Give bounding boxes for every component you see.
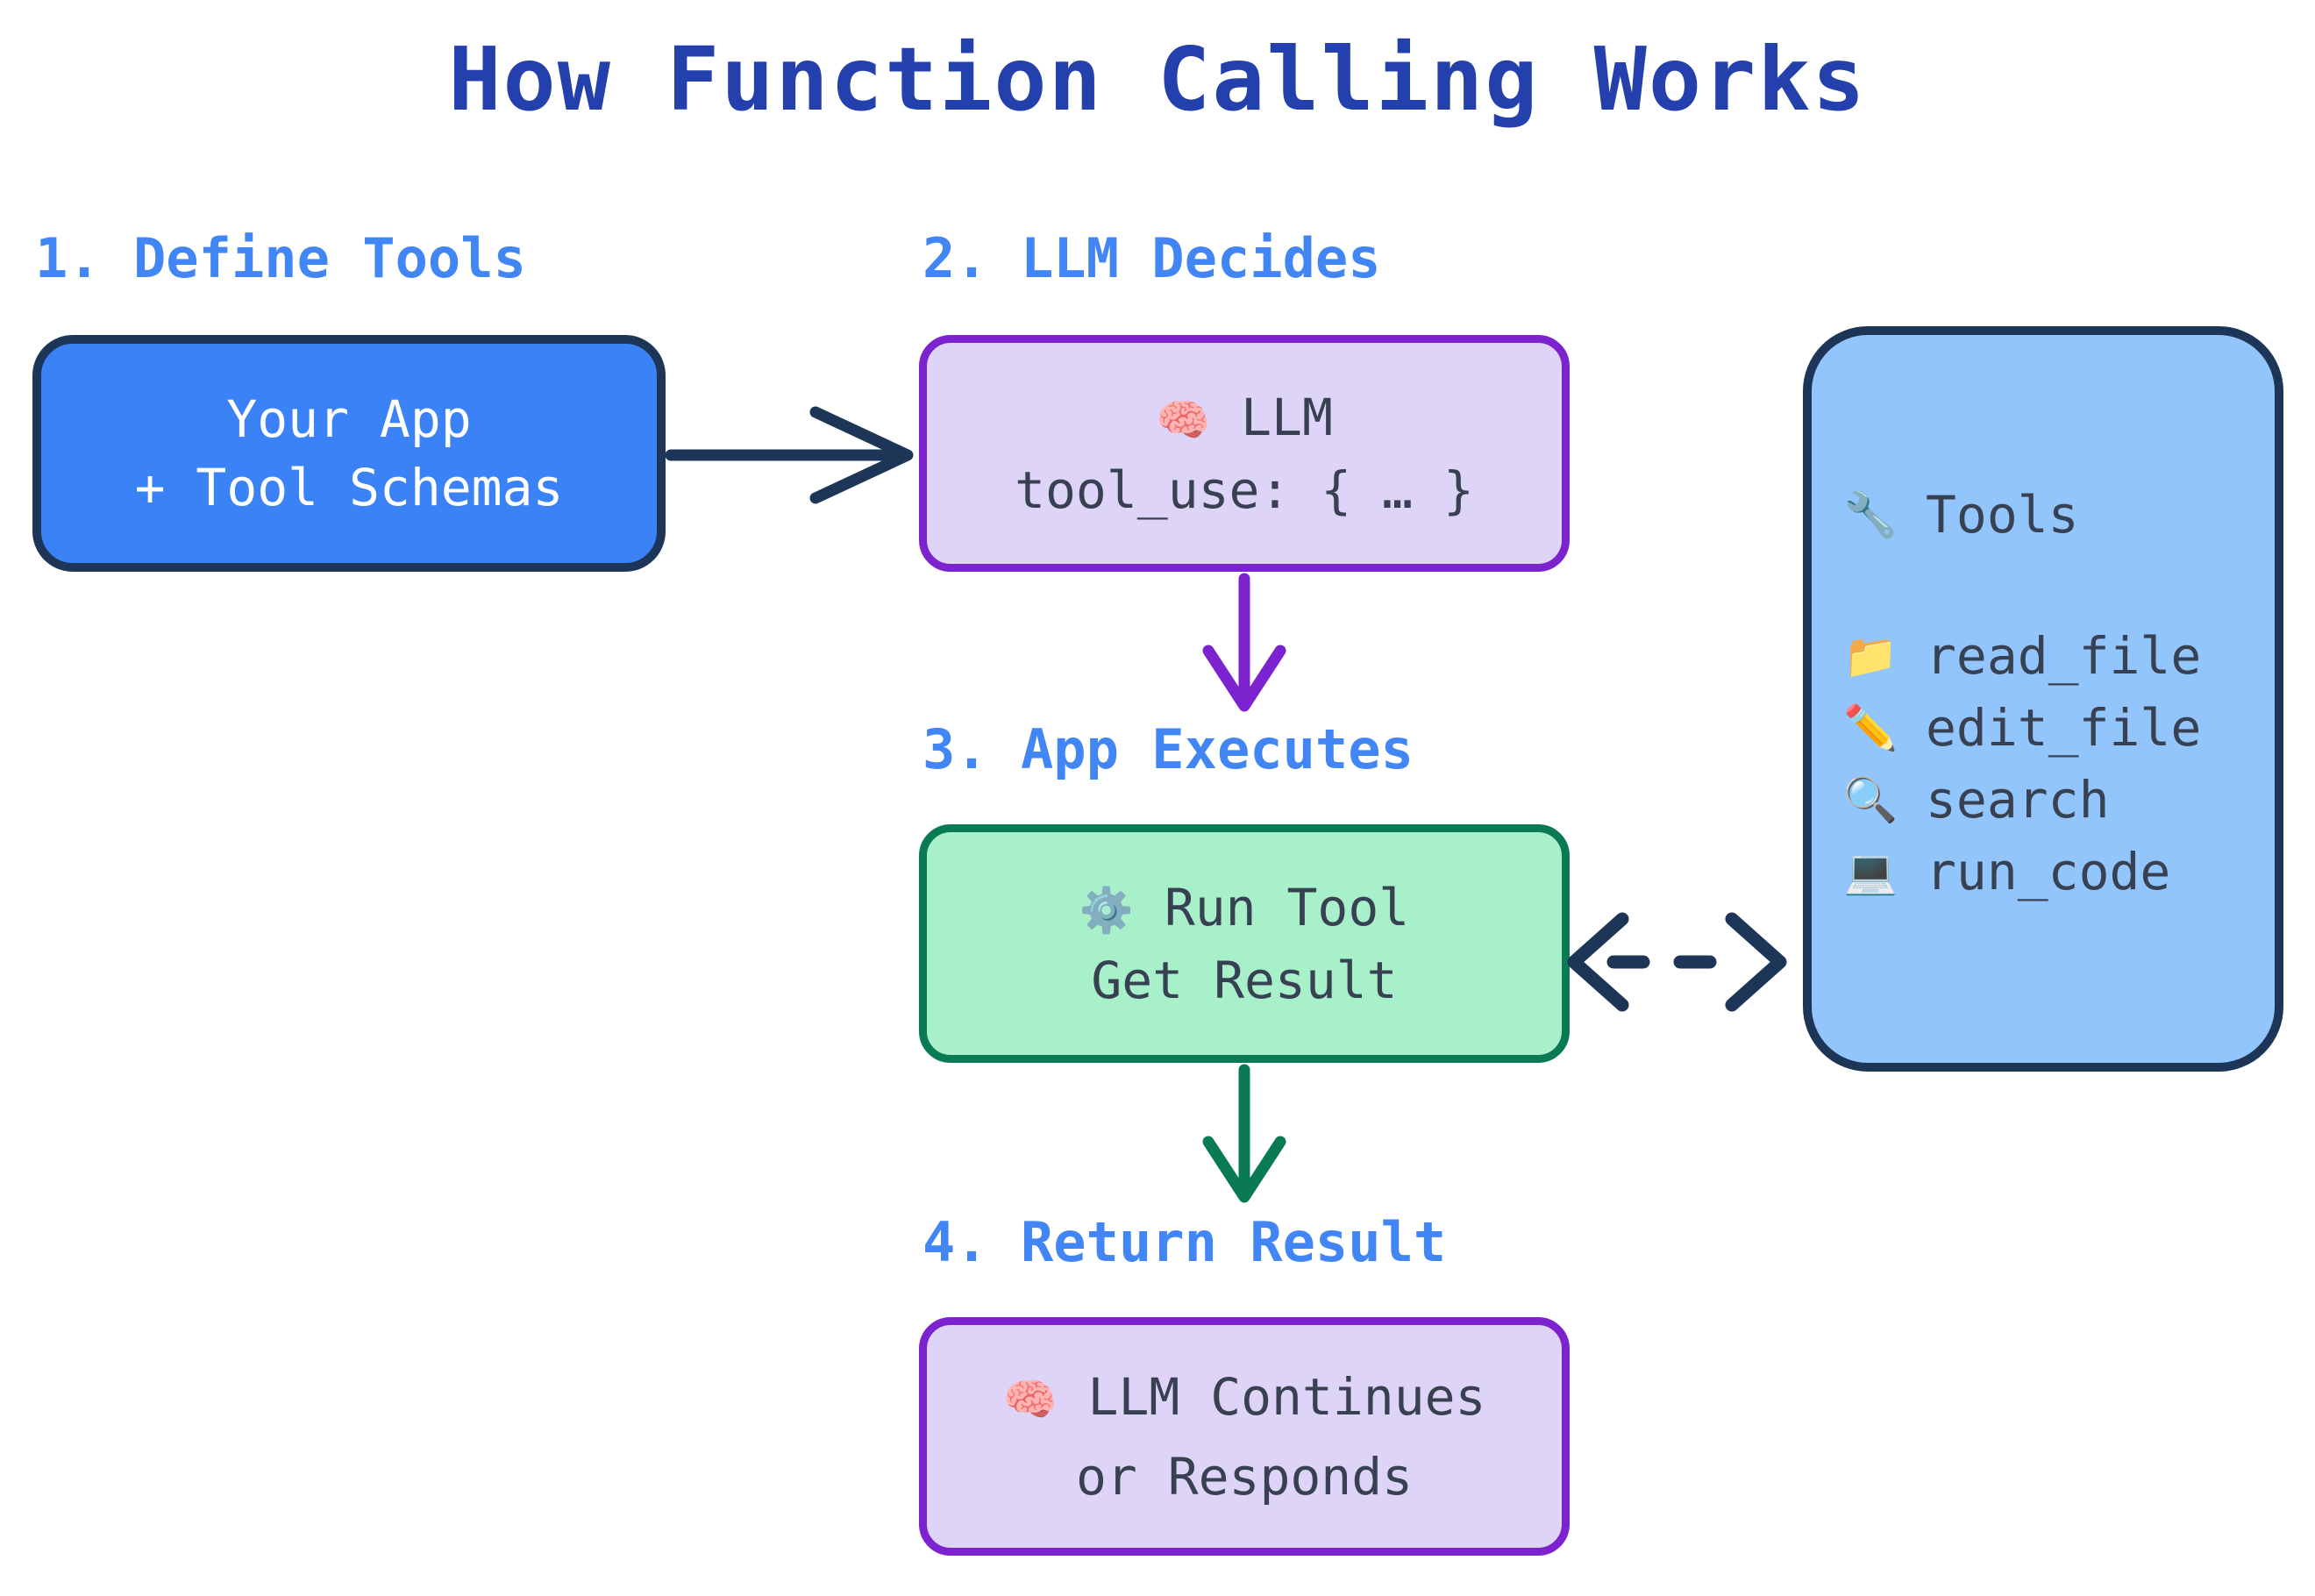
step-label-1: 1. Define Tools	[35, 226, 526, 290]
node-llm-decides-line1: 🧠 LLM	[1156, 382, 1333, 455]
gear-icon: ⚙️	[1079, 884, 1134, 936]
magnifier-icon: 🔍	[1843, 774, 1898, 825]
node-your-app-line1: Your App	[226, 389, 472, 449]
node-your-app-line2: + Tool Schemas	[134, 458, 564, 517]
wrench-icon: 🔧	[1843, 489, 1898, 540]
step-label-2: 2. LLM Decides	[922, 226, 1381, 290]
tools-panel-header-label: Tools	[1926, 485, 2079, 545]
node-run-tool-line1: ⚙️ Run Tool	[1079, 873, 1409, 945]
pencil-icon: ✏️	[1843, 702, 1898, 753]
tool-item-search[interactable]: 🔍 search	[1843, 764, 2201, 836]
tool-item-run-code[interactable]: 💻 run_code	[1843, 836, 2201, 908]
node-your-app[interactable]: Your App + Tool Schemas	[32, 335, 666, 572]
node-return-result-text1: LLM Continues	[1057, 1366, 1486, 1427]
laptop-icon: 💻	[1843, 846, 1898, 897]
tool-item-read-file[interactable]: 📁 read_file	[1843, 620, 2201, 692]
step-label-3: 3. App Executes	[922, 717, 1414, 781]
arrow-app-to-llm	[665, 406, 914, 504]
arrow-run-to-tools	[1567, 912, 1787, 1012]
brain-icon: 🧠	[1156, 394, 1211, 445]
tool-item-read-file-label: read_file	[1926, 626, 2202, 686]
arrow-llm-to-run	[1202, 573, 1286, 712]
node-run-tool-line2: Get Result	[1091, 950, 1398, 1010]
node-return-result-line2: or Responds	[1075, 1446, 1414, 1507]
tools-panel[interactable]: 🔧 Tools 📁 read_file ✏️ edit_file 🔍 search 💻 r…	[1803, 326, 2283, 1072]
brain-icon: 🧠	[1002, 1373, 1058, 1425]
page-title: How Function Calling Works	[448, 28, 1867, 131]
tool-item-search-label: search	[1926, 770, 2110, 830]
node-llm-decides-text1: LLM	[1210, 387, 1333, 447]
tool-item-edit-file-label: edit_file	[1926, 698, 2202, 758]
node-llm-decides-line2: tool_use: { … }	[1015, 460, 1474, 520]
arrow-run-to-return	[1202, 1064, 1286, 1203]
tools-panel-header: 🔧 Tools	[1843, 484, 2079, 545]
node-return-result-line1: 🧠 LLM Continues	[1003, 1358, 1486, 1438]
step-label-4: 4. Return Result	[922, 1210, 1447, 1274]
node-llm-decides[interactable]: 🧠 LLM tool_use: { … }	[919, 335, 1570, 572]
node-return-result[interactable]: 🧠 LLM Continues or Responds	[919, 1317, 1570, 1556]
tool-item-edit-file[interactable]: ✏️ edit_file	[1843, 692, 2201, 764]
folder-icon: 📁	[1843, 631, 1898, 681]
tool-item-run-code-label: run_code	[1926, 842, 2171, 901]
tools-list: 📁 read_file ✏️ edit_file 🔍 search 💻 run_code	[1843, 620, 2201, 908]
node-run-tool-text1: Run Tool	[1133, 877, 1410, 937]
node-run-tool[interactable]: ⚙️ Run Tool Get Result	[919, 824, 1570, 1063]
